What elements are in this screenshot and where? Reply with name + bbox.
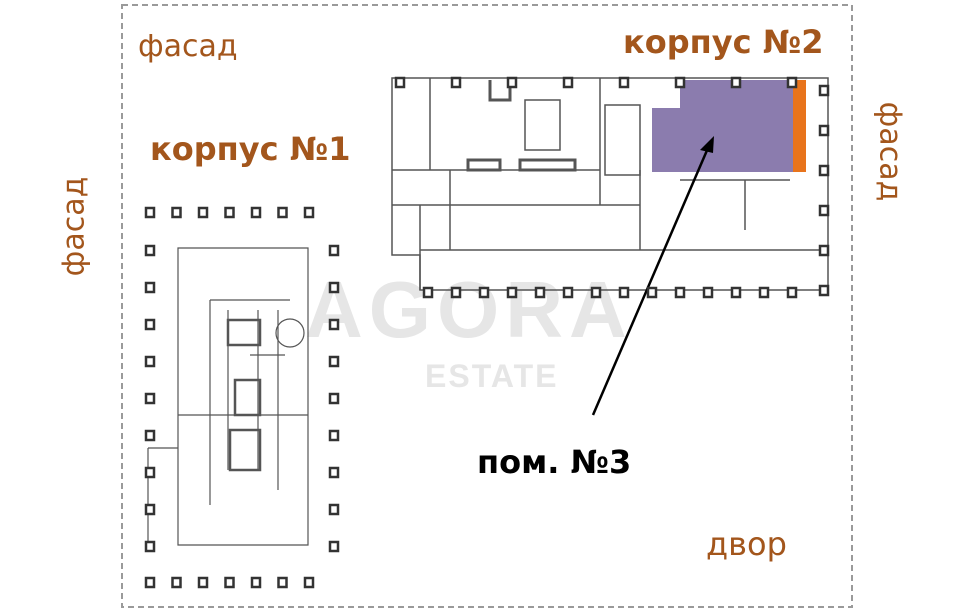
building-1-columns: [144, 206, 340, 589]
column: [328, 281, 340, 294]
column: [562, 76, 574, 89]
column: [818, 204, 830, 217]
column: [144, 429, 156, 442]
column: [786, 286, 798, 299]
column: [328, 466, 340, 479]
column: [328, 503, 340, 516]
column: [144, 466, 156, 479]
yard-label: двор: [706, 525, 787, 563]
premises-3-highlight: [652, 80, 800, 172]
column: [818, 244, 830, 257]
column: [562, 286, 574, 299]
column: [250, 206, 262, 219]
facade-marker: [793, 80, 806, 172]
column: [144, 281, 156, 294]
column: [144, 355, 156, 368]
building-2-label: корпус №2: [623, 23, 824, 61]
column: [144, 540, 156, 553]
column: [328, 392, 340, 405]
building-1-label: корпус №1: [150, 130, 351, 168]
building-1-plan: [147, 247, 309, 546]
column: [250, 576, 262, 589]
column: [674, 286, 686, 299]
column: [818, 84, 830, 97]
site-boundary: [121, 4, 853, 608]
pointer-arrow-head: [700, 136, 714, 153]
building-2-columns: [394, 76, 830, 299]
column: [277, 206, 288, 219]
column: [818, 124, 830, 137]
column: [730, 76, 742, 89]
column: [328, 244, 340, 257]
column: [303, 206, 315, 219]
column: [328, 355, 340, 368]
column: [758, 286, 770, 299]
column: [197, 206, 209, 219]
column: [786, 76, 798, 89]
premises-3-label: пом. №3: [477, 443, 632, 481]
column: [702, 286, 714, 299]
column: [818, 284, 830, 297]
column: [144, 318, 156, 331]
column: [328, 540, 340, 553]
watermark-sub: ESTATE: [425, 358, 559, 394]
column: [328, 429, 340, 442]
facade-left-label: фасад: [56, 176, 92, 277]
column: [328, 318, 340, 331]
column: [618, 286, 630, 299]
column: [534, 286, 546, 299]
column: [450, 76, 462, 89]
column: [478, 286, 490, 299]
column: [674, 76, 686, 89]
column: [144, 244, 156, 257]
column: [730, 286, 742, 299]
column: [171, 206, 182, 219]
column: [618, 76, 630, 89]
column: [818, 164, 830, 177]
column: [590, 286, 602, 299]
building-2-plan: [391, 77, 829, 291]
column: [224, 206, 235, 219]
column: [171, 576, 182, 589]
column: [144, 392, 156, 405]
column: [506, 76, 518, 89]
column: [144, 206, 156, 219]
watermark-brand: AGORA: [305, 265, 633, 354]
column: [277, 576, 288, 589]
column: [422, 286, 434, 299]
facade-top-label: фасад: [138, 29, 238, 64]
column: [197, 576, 209, 589]
column: [450, 286, 462, 299]
column: [144, 503, 156, 516]
column: [394, 76, 406, 89]
column: [224, 576, 235, 589]
column: [646, 286, 658, 299]
pointer-arrow-line: [591, 147, 710, 416]
column: [144, 576, 156, 589]
column: [506, 286, 518, 299]
column: [303, 576, 315, 589]
facade-right-label: фасад: [872, 101, 908, 202]
